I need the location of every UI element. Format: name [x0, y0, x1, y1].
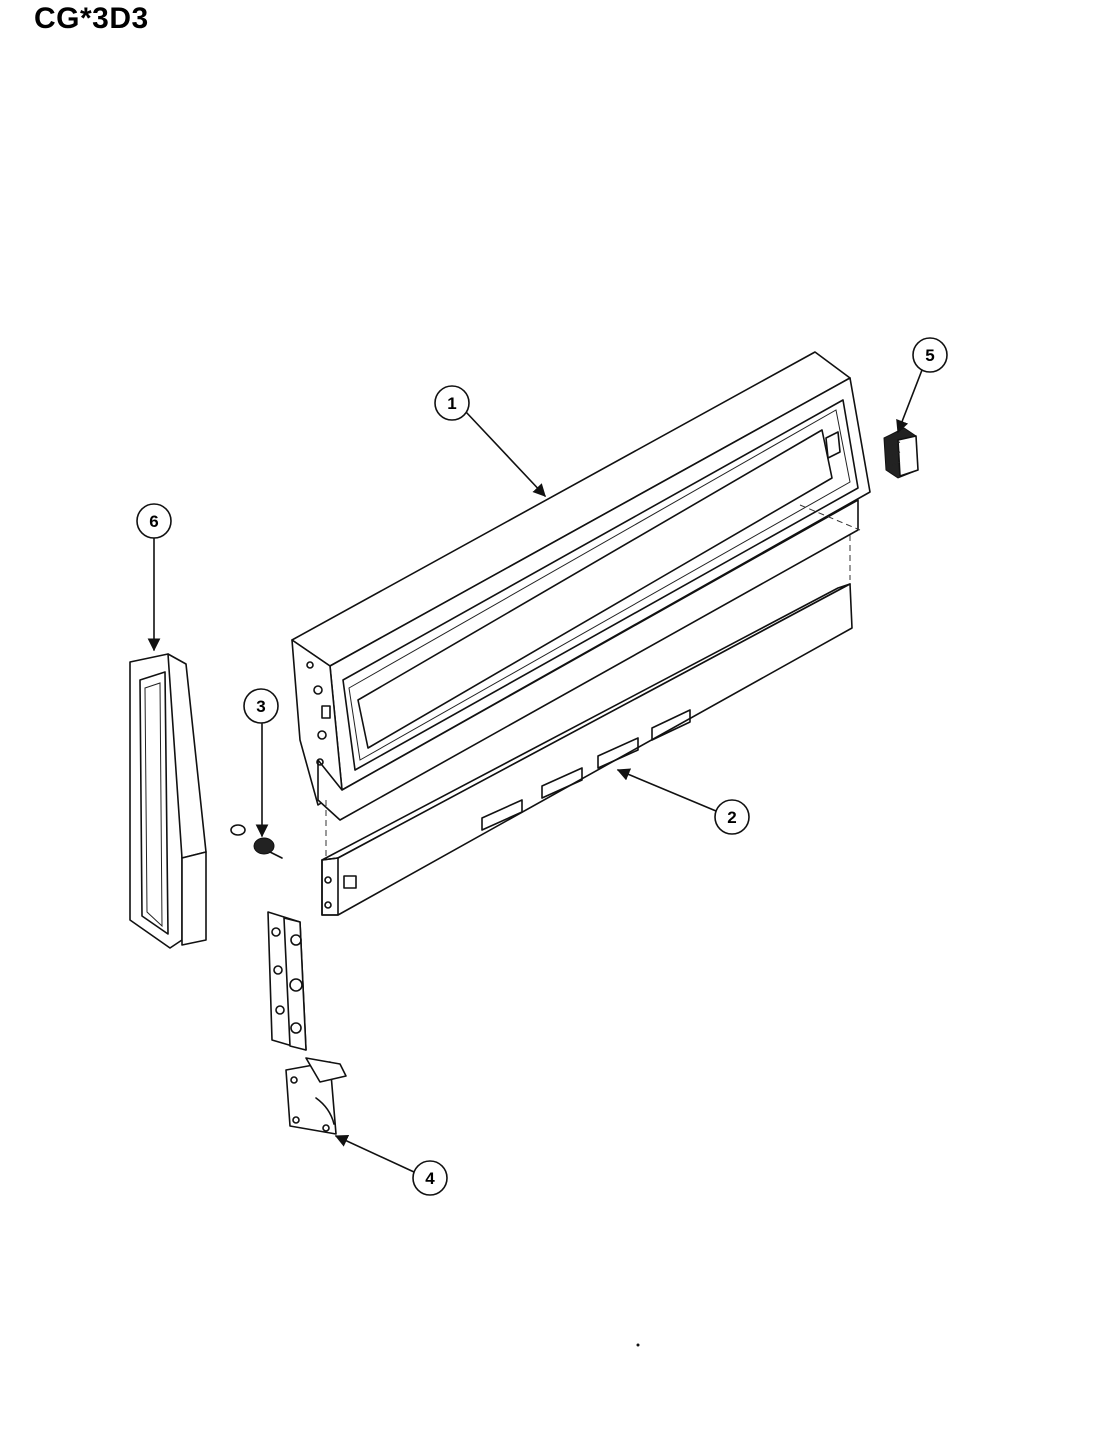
switch-part	[883, 427, 919, 479]
leader-4	[334, 1135, 415, 1173]
callout-5: 5	[912, 337, 948, 373]
callout-6: 6	[136, 503, 172, 539]
svg-text:1: 1	[447, 394, 456, 413]
side-bracket-part	[267, 911, 347, 1135]
callout-3: 3	[243, 688, 279, 724]
svg-text:4: 4	[425, 1169, 435, 1188]
leader-1	[465, 411, 546, 497]
svg-text:6: 6	[149, 512, 158, 531]
svg-text:3: 3	[256, 697, 265, 716]
leader-5	[896, 369, 923, 434]
stray-dot	[636, 1343, 640, 1347]
callout-2: 2	[714, 799, 750, 835]
trim-strip-part	[321, 583, 853, 916]
leader-2	[616, 768, 717, 812]
callout-4: 4	[412, 1160, 448, 1196]
svg-text:2: 2	[727, 808, 736, 827]
callout-1: 1	[434, 385, 470, 421]
svg-text:5: 5	[925, 346, 934, 365]
screw-part	[230, 824, 283, 859]
end-cap-part	[129, 653, 207, 949]
control-panel-part	[291, 351, 871, 860]
model-title: CG*3D3	[34, 2, 149, 35]
